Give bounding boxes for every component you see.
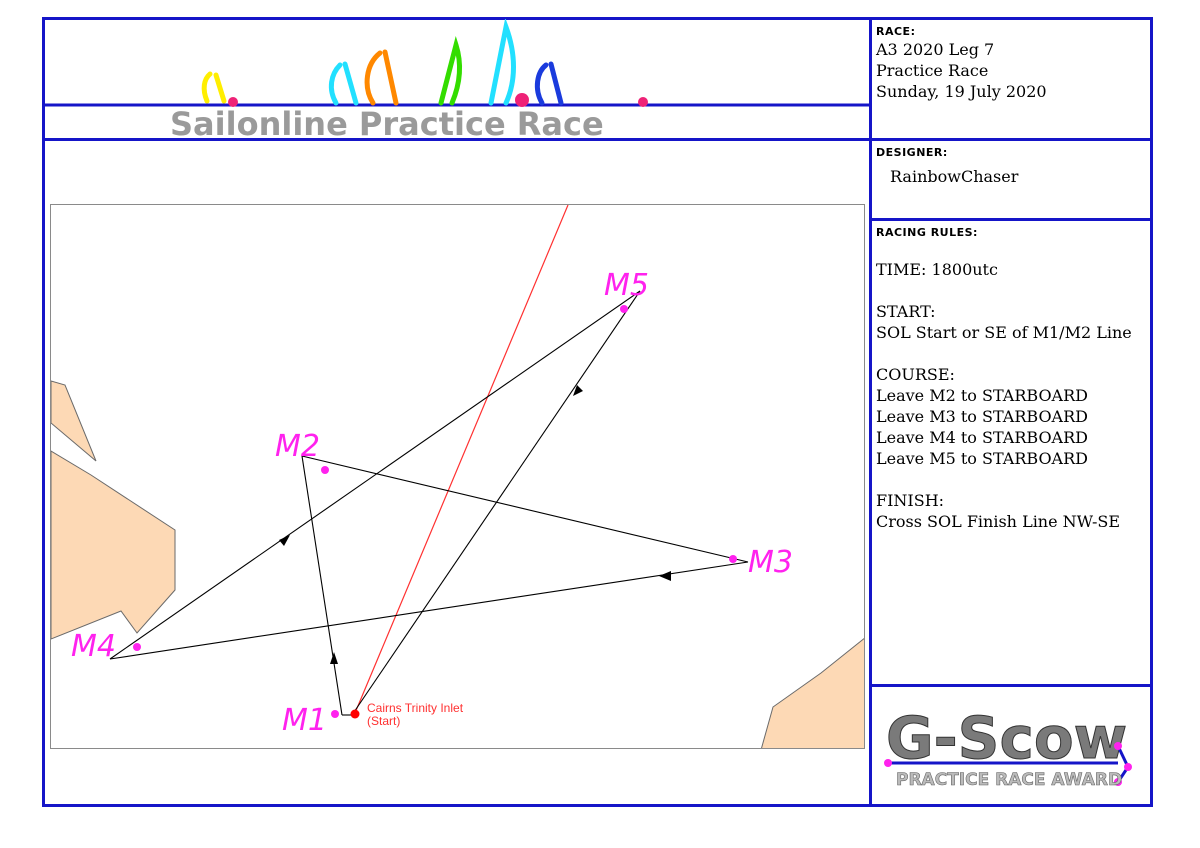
race-label: RACE:: [876, 25, 916, 38]
rules-finish-heading: FINISH:: [876, 491, 945, 510]
award-title: G-Scow: [886, 704, 1127, 772]
mark-m4-dot: [133, 643, 141, 651]
mark-m4-label: M4: [71, 629, 116, 664]
start-label-line2: (Start): [367, 714, 400, 728]
leg-m1-m2: [301, 455, 343, 716]
gscow-award-logo: G-Scow PRACTICE RACE AWARD: [884, 704, 1132, 790]
mark-m1-label: M1: [282, 703, 327, 738]
leg-m4-m5: [109, 290, 641, 660]
arrow-m3-m4: [659, 571, 671, 581]
rules-label: RACING RULES:: [876, 226, 978, 239]
rules-time: TIME: 1800utc: [876, 260, 998, 279]
rules-finish-text: Cross SOL Finish Line NW-SE: [876, 512, 1120, 531]
race-box-divider: [869, 138, 1153, 141]
rules-start-heading: START:: [876, 302, 936, 321]
arrow-m1-m2: [330, 652, 338, 664]
rules-course-line: Leave M2 to STARBOARD: [876, 386, 1088, 405]
leg-m5-m1: [351, 290, 641, 716]
mark-m2-label: M2: [275, 429, 320, 464]
designer-box-divider: [869, 218, 1153, 221]
designer-name: RainbowChaser: [890, 167, 1019, 186]
designer-label: DESIGNER:: [876, 146, 948, 159]
outer-frame: [42, 17, 1153, 807]
course-map: M1 M2 M3 M4 M5 Cairns Trinity Inlet (Sta…: [50, 204, 865, 749]
race-name: A3 2020 Leg 7: [876, 40, 995, 59]
rules-box-divider: [869, 684, 1153, 687]
arrow-m5-m1: [573, 385, 583, 396]
race-type: Practice Race: [876, 61, 989, 80]
race-date: Sunday, 19 July 2020: [876, 82, 1047, 101]
panel-divider: [869, 17, 872, 807]
finish-line: [354, 205, 569, 714]
leg-m2-m3: [301, 455, 749, 563]
land-south-east: [761, 637, 864, 748]
award-subtitle: PRACTICE RACE AWARD: [896, 770, 1122, 790]
start-point: [350, 709, 360, 719]
rules-course-line: Leave M5 to STARBOARD: [876, 449, 1088, 468]
arrow-m4-m5: [279, 535, 290, 546]
mark-m3-label: M3: [748, 545, 793, 580]
land-west: [51, 450, 176, 640]
land-north-west: [51, 380, 97, 462]
header-divider: [42, 138, 872, 141]
leg-m3-m4: [109, 561, 749, 660]
mark-m2-dot: [321, 466, 329, 474]
mark-m1-dot: [331, 710, 339, 718]
mark-m3-dot: [729, 555, 737, 563]
banner-logo: Sailonline Practice Race: [44, 19, 870, 139]
rules-course-heading: COURSE:: [876, 365, 955, 384]
rules-course-line: Leave M4 to STARBOARD: [876, 428, 1088, 447]
mark-m5-label: M5: [604, 268, 649, 303]
rules-course-line: Leave M3 to STARBOARD: [876, 407, 1088, 426]
rules-start-text: SOL Start or SE of M1/M2 Line: [876, 323, 1132, 342]
start-label-line1: Cairns Trinity Inlet: [367, 701, 464, 715]
banner-title: Sailonline Practice Race: [170, 105, 604, 139]
mark-m5-dot: [620, 305, 628, 313]
